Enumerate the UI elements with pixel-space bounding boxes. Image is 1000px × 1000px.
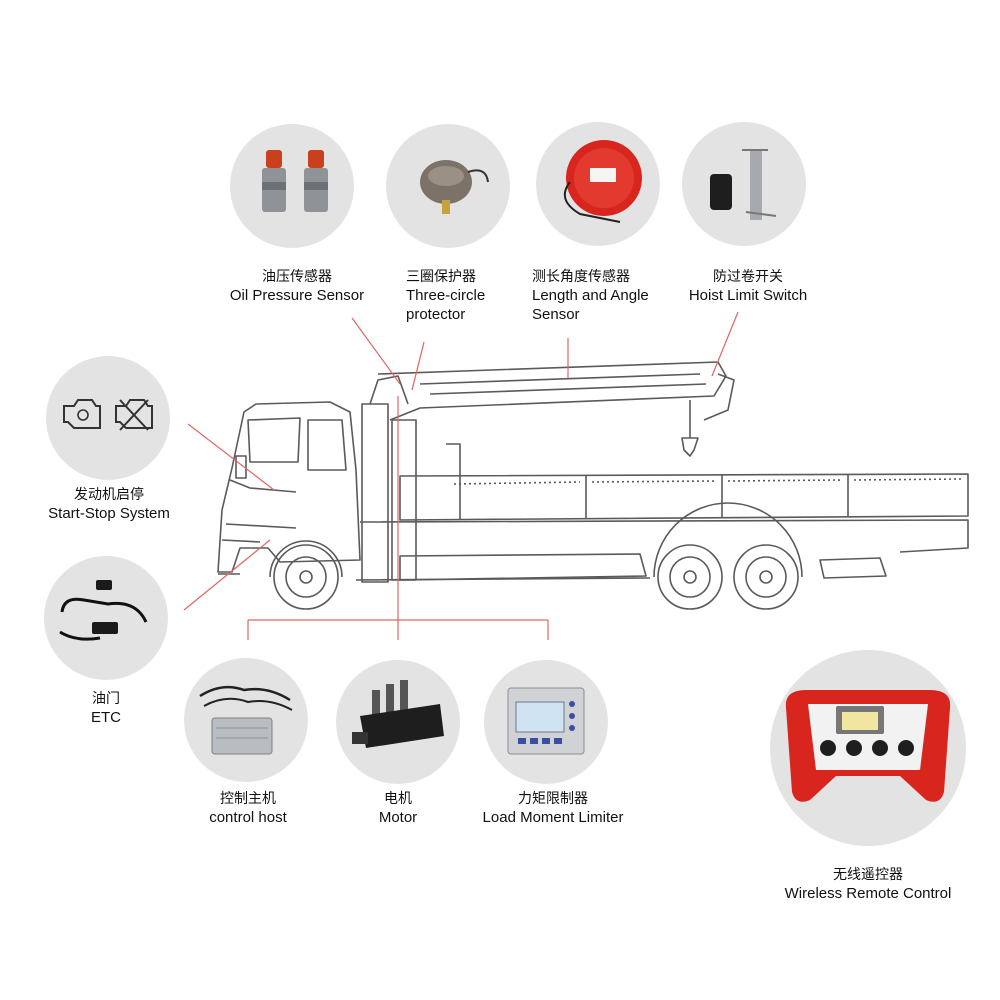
crane-truck-drawing: [217, 361, 969, 610]
etc-zh: 油门: [92, 690, 120, 706]
oil-pressure-sensor-en: Oil Pressure Sensor: [229, 286, 365, 304]
length-angle-sensor-en-line1: Length and Angle: [532, 286, 649, 304]
start-stop-system-en: Start-Stop System: [48, 504, 170, 522]
load-moment-limiter-icon: [484, 660, 608, 784]
length-angle-sensor-label: 测长角度传感器 Length and Angle Sensor: [532, 268, 672, 324]
oil-pressure-sensor-label: 油压传感器 Oil Pressure Sensor: [222, 268, 372, 305]
motor-label: 电机 Motor: [358, 790, 438, 827]
oil-pressure-sensor-icon: [230, 124, 354, 248]
length-angle-sensor-en-line2: Sensor: [532, 306, 580, 324]
hoist-limit-switch-en: Hoist Limit Switch: [688, 286, 808, 304]
etc-label: 油门 ETC: [56, 690, 156, 727]
wireless-remote-en: Wireless Remote Control: [784, 884, 952, 902]
length-angle-sensor-zh: 测长角度传感器: [532, 268, 630, 284]
three-circle-protector-label: 三圈保护器 Three-circle protector: [406, 268, 516, 324]
hoist-limit-switch-zh: 防过卷开关: [713, 268, 783, 284]
leader-lines: [183, 311, 739, 640]
wireless-remote-zh: 无线遥控器: [833, 866, 903, 882]
start-stop-system-icon: [46, 356, 170, 480]
three-circle-protector-en-line2: protector: [406, 306, 466, 324]
control-host-en: control host: [209, 808, 287, 826]
three-circle-protector-zh: 三圈保护器: [406, 268, 476, 284]
motor-en: Motor: [378, 808, 418, 826]
control-host-icon: [184, 658, 308, 782]
etc-throttle-icon: [44, 556, 168, 680]
load-moment-limiter-label: 力矩限制器 Load Moment Limiter: [468, 790, 638, 827]
control-host-label: 控制主机 control host: [186, 790, 310, 827]
three-circle-protector-en-line1: Three-circle: [406, 286, 486, 304]
motor-icon: [336, 660, 460, 784]
control-host-zh: 控制主机: [220, 790, 276, 806]
motor-zh: 电机: [384, 790, 412, 806]
etc-en: ETC: [91, 708, 121, 726]
hoist-limit-switch-icon: [682, 122, 806, 246]
load-moment-limiter-zh: 力矩限制器: [518, 790, 588, 806]
start-stop-system-zh: 发动机启停: [74, 486, 144, 502]
three-circle-protector-icon: [386, 124, 510, 248]
length-angle-sensor-icon: [536, 122, 660, 246]
start-stop-system-label: 发动机启停 Start-Stop System: [34, 486, 184, 523]
oil-pressure-sensor-zh: 油压传感器: [262, 268, 332, 284]
wireless-remote-icon: [770, 650, 966, 846]
hoist-limit-switch-label: 防过卷开关 Hoist Limit Switch: [676, 268, 820, 305]
wireless-remote-label: 无线遥控器 Wireless Remote Control: [770, 866, 966, 903]
load-moment-limiter-en: Load Moment Limiter: [482, 808, 624, 826]
